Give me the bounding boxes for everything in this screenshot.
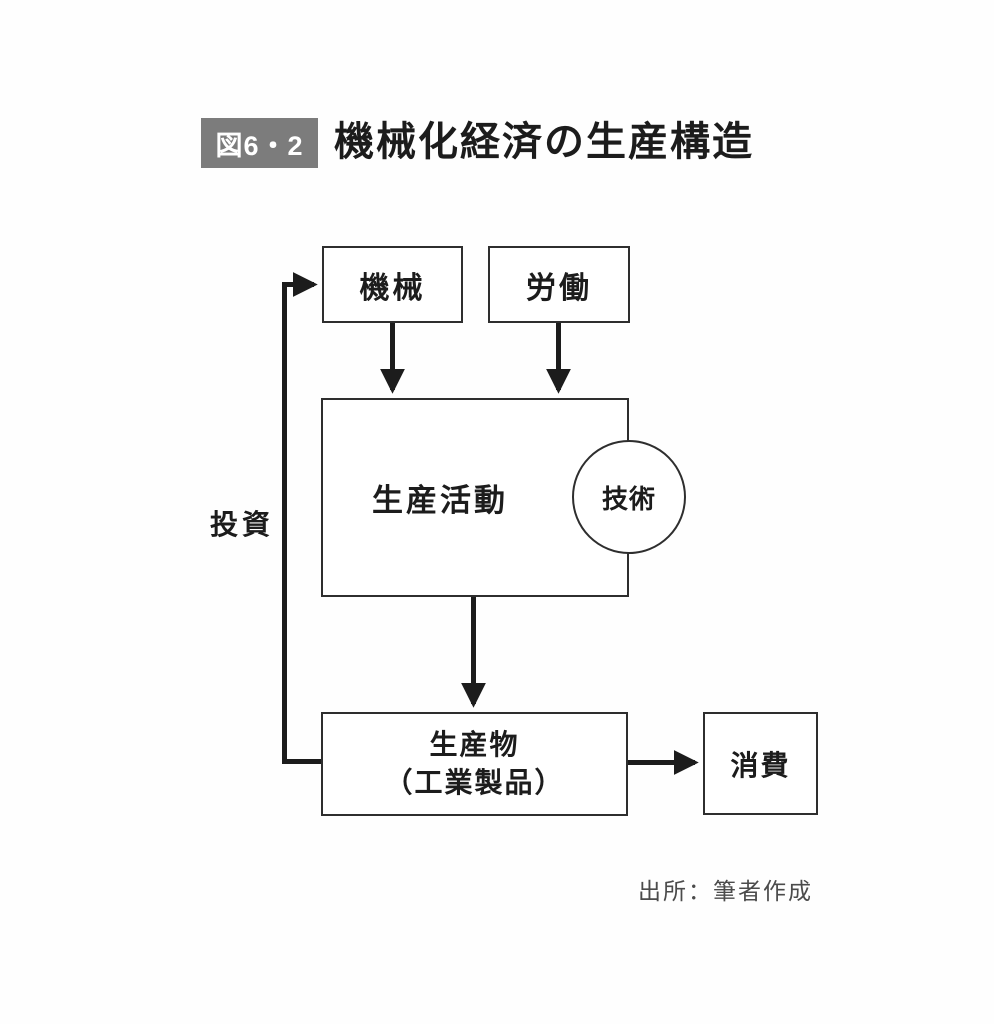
node-product: 生産物 （工業製品） [321,712,628,816]
figure-number-label: 図6・2 [215,130,304,161]
node-technology-label: 技術 [601,483,656,514]
source-note: 出所：筆者作成 [638,878,813,904]
node-production-label: 生産活動 [372,483,508,518]
node-machine: 機械 [322,246,463,323]
figure-number-badge: 図6・2 [201,118,318,168]
investment-edge-label: 投資 [209,509,274,540]
node-machine-label: 機械 [359,271,426,305]
node-consumption: 消費 [703,712,818,815]
node-labor-label: 労働 [526,271,592,305]
node-labor: 労働 [488,246,630,323]
node-consumption-label: 消費 [730,749,791,781]
node-product-label-line1: 生産物 [429,729,520,761]
figure-title: 機械化経済の生産構造 [334,120,754,164]
node-technology: 技術 [572,440,686,554]
node-product-label-line2: （工業製品） [384,767,565,798]
arrow-investment-feedback [282,272,321,764]
